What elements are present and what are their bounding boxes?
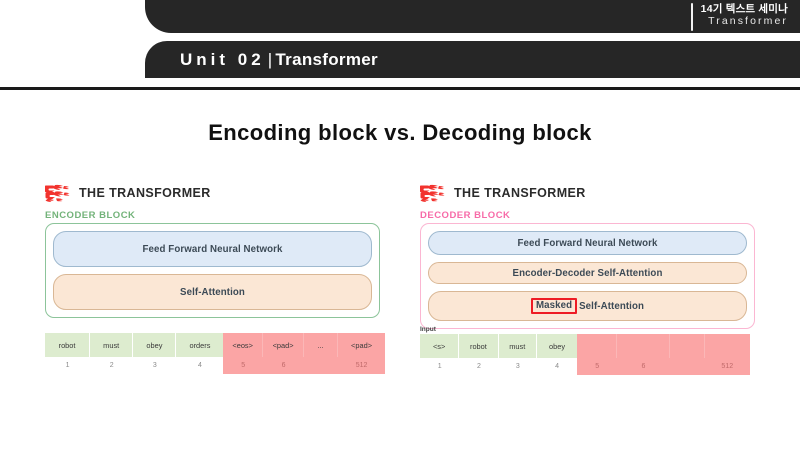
token-index: 6 [262,357,305,374]
token-cell: obey 4 [536,334,578,375]
token-label: <pad> [338,333,386,357]
decoder-token-row: <s> 1 robot 2 must 3 obey 4 5 6 [420,334,750,375]
masked-highlight-box: Masked [530,298,578,314]
encoder-layer-self-attention: Self-Attention [53,274,372,310]
token-index [669,358,705,375]
token-index: 4 [176,357,224,374]
token-index: 512 [704,358,750,375]
token-label: <pad> [262,333,305,357]
decoder-token-strip: Input <s> 1 robot 2 must 3 obey 4 5 [420,326,750,375]
decoder-panel: THE TRANSFORMER DECODER BLOCK Feed Forwa… [420,183,755,329]
token-label: obey [536,334,578,358]
decoder-block-label: DECODER BLOCK [420,210,511,221]
unit-separator: | [267,50,273,69]
token-index: 512 [338,357,386,374]
token-cell: 6 [617,334,670,375]
token-index: 1 [45,357,91,374]
token-cell: must 2 [90,333,134,374]
token-index: 4 [536,358,578,375]
token-cell: obey 3 [133,333,177,374]
token-cell: orders 4 [176,333,224,374]
the-transformer-logo-icon [420,184,445,202]
token-cell: robot 1 [45,333,91,374]
token-label [577,334,618,358]
token-cell: 512 [704,334,750,375]
page-title: Encoding block vs. Decoding block [208,120,592,145]
encoder-header: THE TRANSFORMER [45,183,380,203]
token-index: 5 [223,357,263,374]
token-index: 2 [90,357,134,374]
token-index: 6 [617,358,670,375]
brand-subtitle: Transformer [708,15,788,28]
token-label: <eos> [223,333,263,357]
token-cell-ellipsis [669,334,705,375]
token-index: 3 [133,357,177,374]
token-label [704,334,750,358]
token-index: 5 [577,358,618,375]
token-label: <s> [420,334,460,358]
token-index: 1 [420,358,460,375]
token-label [617,334,670,358]
brand-divider-line [690,3,693,31]
encoder-token-strip: robot 1 must 2 obey 3 orders 4 <eos> 5 <… [45,333,386,374]
masked-layer-label: Self-Attention [579,300,645,312]
brand-seminar-title: 14기 텍스트 세미나 [700,3,788,15]
encoder-block-label: ENCODER BLOCK [45,210,136,221]
unit-number: Unit 02 [180,50,265,69]
token-cell: must 3 [498,334,537,375]
brand-text: 14기 텍스트 세미나 Transformer [701,3,788,27]
token-cell: <pad> 512 [338,333,386,374]
unit-title: Unit 02|Transformer [180,50,378,70]
token-index [304,357,339,374]
decoder-logo-text: THE TRANSFORMER [454,186,586,200]
header-divider-rule [0,87,800,90]
decoder-block-box: Feed Forward Neural Network Encoder-Deco… [420,223,755,329]
the-transformer-logo-icon [45,184,70,202]
token-cell: <s> 1 [420,334,460,375]
token-label: must [498,334,537,358]
encoder-token-row: robot 1 must 2 obey 3 orders 4 <eos> 5 <… [45,333,386,374]
decoder-header: THE TRANSFORMER [420,183,755,203]
unit-name: Transformer [275,50,378,69]
token-label: must [90,333,134,357]
encoder-panel: THE TRANSFORMER ENCODER BLOCK Feed Forwa… [45,183,380,318]
decoder-layer-encoder-decoder-attention: Encoder-Decoder Self-Attention [428,262,747,284]
token-cell: <pad> 6 [262,333,305,374]
token-label: robot [45,333,91,357]
token-cell: 5 [577,334,618,375]
token-label [669,334,705,358]
encoder-block-box: Feed Forward Neural Network Self-Attenti… [45,223,380,318]
token-label: robot [459,334,499,358]
token-label: ... [304,333,339,357]
token-cell-ellipsis: ... [304,333,339,374]
encoder-layer-feed-forward: Feed Forward Neural Network [53,231,372,267]
token-index: 3 [498,358,537,375]
token-cell: robot 2 [459,334,499,375]
decoder-input-label: Input [420,326,436,333]
top-header-bar: 14기 텍스트 세미나 Transformer [145,0,800,33]
token-index: 2 [459,358,499,375]
unit-title-bar: Unit 02|Transformer [145,41,800,78]
encoder-logo-text: THE TRANSFORMER [79,186,211,200]
token-label: obey [133,333,177,357]
decoder-layer-feed-forward: Feed Forward Neural Network [428,231,747,255]
token-cell: <eos> 5 [223,333,263,374]
brand-block: 14기 텍스트 세미나 Transformer [690,3,788,31]
token-label: orders [176,333,224,357]
